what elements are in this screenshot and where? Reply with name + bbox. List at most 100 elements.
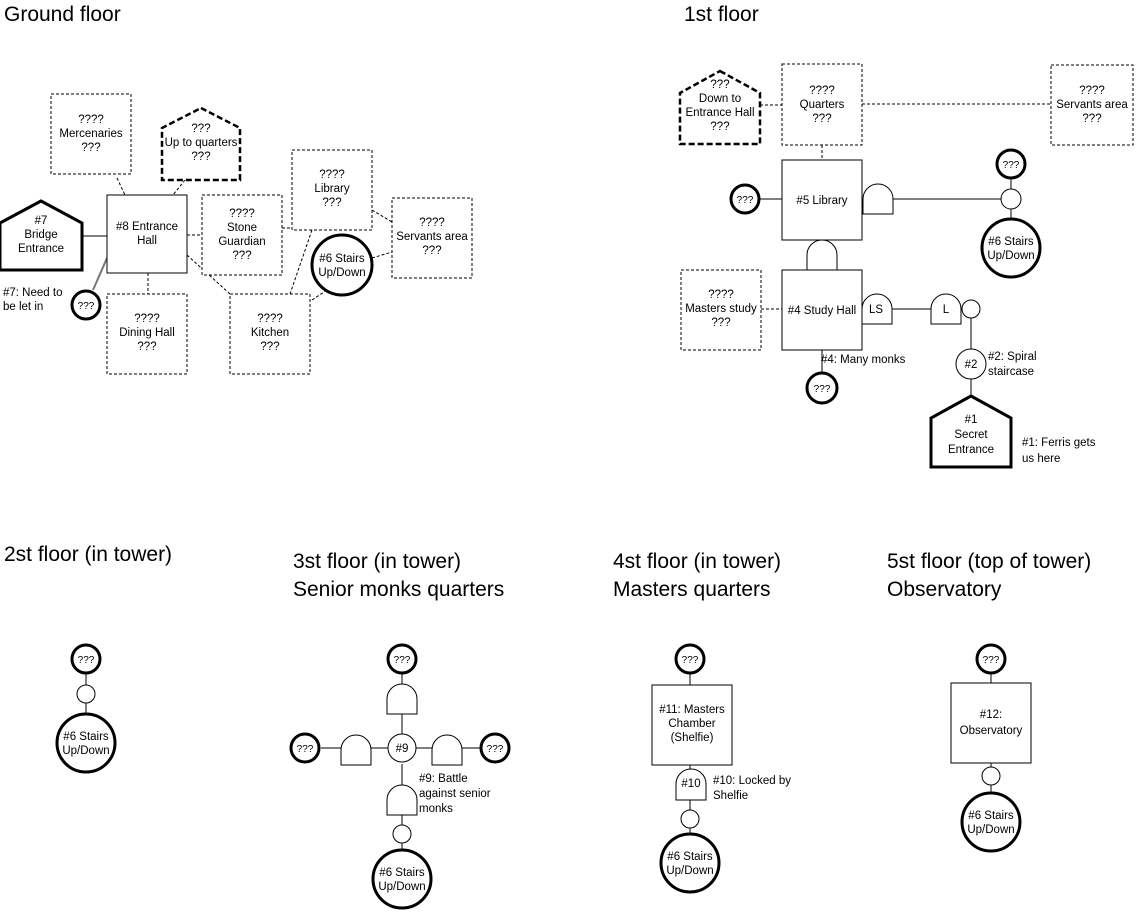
svg-text:#6 Stairs: #6 Stairs <box>63 731 109 743</box>
svg-text:LS: LS <box>869 304 883 316</box>
door-third-west <box>340 734 372 766</box>
svg-text:????: ???? <box>809 85 835 97</box>
svg-text:Up/Down: Up/Down <box>967 824 1014 836</box>
svg-text:???: ??? <box>78 301 95 312</box>
unknown-exit-third-top: ??? <box>386 643 418 675</box>
connector-node-third <box>392 824 412 844</box>
stairs-second: #6 Stairs Up/Down <box>55 712 117 774</box>
unknown-exit-third-right: ??? <box>479 732 511 764</box>
door-third-north <box>386 683 418 715</box>
door-ls: LS <box>861 293 893 325</box>
svg-text:#7: Need to: #7: Need to <box>3 287 62 299</box>
stairs-fifth: #6 Stairs Up/Down <box>960 791 1022 853</box>
svg-text:???: ??? <box>487 744 504 755</box>
svg-text:Kitchen: Kitchen <box>251 327 289 339</box>
svg-text:???: ??? <box>191 123 210 135</box>
connector-node-fourth <box>680 809 700 829</box>
svg-text:Hall: Hall <box>137 235 157 247</box>
svg-text:Observatory: Observatory <box>960 725 1023 737</box>
heading-fourth-floor: 4st floor (in tower) <box>613 550 781 573</box>
svg-text:Servants area: Servants area <box>396 231 468 243</box>
stairs-third: #6 Stairs Up/Down <box>371 848 433 910</box>
note-1: #1: Ferris gets us here <box>1022 437 1096 465</box>
svg-text:Mercenaries: Mercenaries <box>59 128 123 140</box>
svg-text:be let in: be let in <box>3 301 43 313</box>
unknown-exit-fourth: ??? <box>674 643 706 675</box>
heading-third-floor-subtitle: Senior monks quarters <box>293 578 504 601</box>
svg-text:Masters study: Masters study <box>685 303 757 315</box>
svg-text:#4 Study Hall: #4 Study Hall <box>788 305 856 317</box>
svg-text:???: ??? <box>812 113 831 125</box>
unknown-exit-ground: ??? <box>70 289 102 321</box>
svg-text:#2: #2 <box>965 359 978 371</box>
svg-text:#10: Locked by: #10: Locked by <box>713 775 791 787</box>
svg-text:#6 Stairs: #6 Stairs <box>968 810 1014 822</box>
heading-second-floor: 2st floor (in tower) <box>4 543 172 566</box>
note-10: #10: Locked by Shelfie <box>713 775 791 802</box>
svg-text:#1: Ferris gets: #1: Ferris gets <box>1022 437 1096 449</box>
svg-text:#11: Masters: #11: Masters <box>659 704 725 716</box>
unknown-exit-first-top: ??? <box>995 148 1027 180</box>
svg-text:#6 Stairs: #6 Stairs <box>988 236 1034 248</box>
svg-text:Guardian: Guardian <box>218 236 265 248</box>
connector-node-first-bottom <box>961 299 981 319</box>
svg-text:????: ???? <box>419 217 445 229</box>
svg-text:????: ???? <box>1079 85 1105 97</box>
svg-text:???: ??? <box>682 655 699 666</box>
svg-text:????: ???? <box>78 114 104 126</box>
door-third-east <box>431 734 463 766</box>
svg-text:Entrance: Entrance <box>948 444 994 456</box>
svg-text:???: ??? <box>191 151 210 163</box>
stairs-down-to-entrance-hall: ??? Down to Entrance Hall ??? <box>678 69 762 146</box>
svg-text:Secret: Secret <box>954 429 988 441</box>
svg-text:#1: #1 <box>965 414 978 426</box>
stairs-ground: #6 Stairs Up/Down <box>310 233 374 297</box>
svg-text:???: ??? <box>137 341 156 353</box>
svg-text:Shelfie: Shelfie <box>713 790 748 802</box>
svg-text:???: ??? <box>232 250 251 262</box>
svg-text:Entrance Hall: Entrance Hall <box>685 107 754 119</box>
heading-ground-floor: Ground floor <box>4 3 121 26</box>
connector-node-second <box>76 684 96 704</box>
door-library-east <box>862 183 894 215</box>
door-l: L <box>930 293 962 325</box>
svg-text:Up/Down: Up/Down <box>378 881 425 893</box>
svg-text:???: ??? <box>260 341 279 353</box>
svg-text:#9: #9 <box>396 743 409 755</box>
svg-text:???: ??? <box>983 655 1000 666</box>
svg-text:???: ??? <box>1003 160 1020 171</box>
svg-text:???: ??? <box>81 142 100 154</box>
stairs-up-to-quarters: ??? Up to quarters ??? <box>160 106 242 182</box>
room-library-ground: ???? Library ??? <box>291 149 373 231</box>
svg-text:???: ??? <box>737 195 754 206</box>
note-2: #2: Spiral staircase <box>988 351 1037 378</box>
room-masters-study: ???? Masters study ??? <box>680 269 762 351</box>
room-stone-guardian: ???? Stone Guardian ??? <box>201 194 283 276</box>
svg-text:Up/Down: Up/Down <box>318 267 365 279</box>
svg-text:Down to: Down to <box>699 93 741 105</box>
svg-text:???: ??? <box>814 384 831 395</box>
svg-text:Quarters: Quarters <box>800 99 845 111</box>
svg-text:#6 Stairs: #6 Stairs <box>667 851 713 863</box>
unknown-exit-first-left: ??? <box>729 183 761 215</box>
svg-text:Up/Down: Up/Down <box>987 250 1034 262</box>
note-7: #7: Need to be let in <box>3 287 62 313</box>
door-library-study-hall <box>806 239 838 271</box>
note-9: #9: Battle against senior monks <box>419 773 491 815</box>
svg-text:Up to quarters: Up to quarters <box>165 137 238 149</box>
door-third-south <box>386 784 418 816</box>
svg-text:#5 Library: #5 Library <box>796 195 847 207</box>
heading-fifth-floor-subtitle: Observatory <box>887 578 1002 601</box>
svg-text:(Shelfie): (Shelfie) <box>671 732 714 744</box>
svg-text:???: ??? <box>1082 113 1101 125</box>
svg-text:us here: us here <box>1022 453 1060 465</box>
svg-text:???: ??? <box>710 121 729 133</box>
room-servants-area-ground: ???? Servants area ??? <box>391 197 473 279</box>
room-study-hall: #4 Study Hall <box>781 269 863 351</box>
svg-text:#8 Entrance: #8 Entrance <box>116 221 178 233</box>
secret-entrance: #1 Secret Entrance <box>929 394 1013 469</box>
connector-node-first-top <box>1000 188 1022 210</box>
svg-text:???: ??? <box>422 245 441 257</box>
room-library-first: #5 Library <box>781 159 863 241</box>
svg-text:???: ??? <box>297 744 314 755</box>
